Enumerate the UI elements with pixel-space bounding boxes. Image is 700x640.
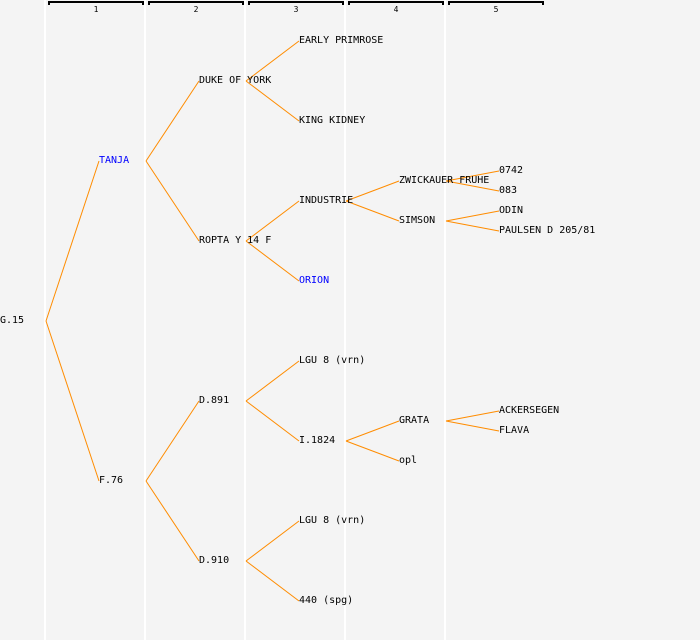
column-separator [144, 0, 146, 640]
pedigree-node[interactable]: ZWICKAUER FRUHE [399, 175, 490, 186]
pedigree-edge [345, 200, 400, 222]
pedigree-node[interactable]: ODIN [499, 205, 524, 216]
pedigree-node[interactable]: D.891 [199, 395, 230, 406]
pedigree-node[interactable]: FLAVA [499, 425, 530, 436]
pedigree-edge [345, 440, 400, 462]
generation-header-3: 3 [248, 1, 344, 14]
pedigree-edge [145, 480, 200, 562]
pedigree-node[interactable]: LGU 8 (vrn) [299, 355, 366, 366]
generation-label: 5 [493, 5, 499, 14]
pedigree-node[interactable]: opl [399, 455, 418, 466]
pedigree-node[interactable]: EARLY PRIMROSE [299, 35, 384, 46]
generation-label: 3 [293, 5, 299, 14]
pedigree-edge [445, 210, 500, 222]
pedigree-edge [445, 170, 500, 182]
pedigree-node[interactable]: TANJA [99, 155, 130, 166]
pedigree-edge [245, 40, 300, 82]
generation-label: 2 [193, 5, 199, 14]
pedigree-edge [245, 560, 300, 602]
pedigree-node[interactable]: 440 (spg) [299, 595, 354, 606]
pedigree-edge [445, 410, 500, 422]
pedigree-node[interactable]: ACKERSEGEN [499, 405, 560, 416]
pedigree-node[interactable]: PAULSEN D 205/81 [499, 225, 596, 236]
generation-header-2: 2 [148, 1, 244, 14]
column-separator [444, 0, 446, 640]
generation-header-5: 5 [448, 1, 544, 14]
pedigree-edge [245, 200, 300, 242]
pedigree-node[interactable]: GRATA [399, 415, 430, 426]
pedigree-node[interactable]: F.76 [99, 475, 124, 486]
column-separator [344, 0, 346, 640]
pedigree-node[interactable]: LGU 8 (vrn) [299, 515, 366, 526]
pedigree-node[interactable]: DUKE OF YORK [199, 75, 272, 86]
pedigree-edge [345, 180, 400, 202]
pedigree-edge [445, 420, 500, 432]
pedigree-edge [45, 160, 100, 322]
pedigree-node[interactable]: SIMSON [399, 215, 436, 226]
generation-header-4: 4 [348, 1, 444, 14]
pedigree-edge [145, 400, 200, 482]
column-separator [244, 0, 246, 640]
pedigree-edge [445, 220, 500, 232]
generation-label: 1 [93, 5, 99, 14]
pedigree-node[interactable]: D.910 [199, 555, 230, 566]
column-separator [44, 0, 46, 640]
pedigree-node[interactable]: I.1824 [299, 435, 336, 446]
pedigree-edge [445, 180, 500, 192]
pedigree-edge [245, 400, 300, 442]
pedigree-edge [145, 160, 200, 242]
pedigree-node[interactable]: 083 [499, 185, 518, 196]
pedigree-node[interactable]: ROPTA Y 14 F [199, 235, 272, 246]
pedigree-node[interactable]: INDUSTRIE [299, 195, 354, 206]
generation-label: 4 [393, 5, 399, 14]
generation-header-1: 1 [48, 1, 144, 14]
pedigree-node[interactable]: KING KIDNEY [299, 115, 366, 126]
pedigree-node[interactable]: 0742 [499, 165, 524, 176]
pedigree-node[interactable]: ORION [299, 275, 330, 286]
pedigree-edge [245, 240, 300, 282]
pedigree-edge [145, 80, 200, 162]
pedigree-node[interactable]: G.15 [0, 315, 25, 326]
pedigree-edge [345, 420, 400, 442]
pedigree-edge [245, 360, 300, 402]
pedigree-edge [45, 320, 100, 482]
pedigree-edge [245, 520, 300, 562]
pedigree-edge [245, 80, 300, 122]
